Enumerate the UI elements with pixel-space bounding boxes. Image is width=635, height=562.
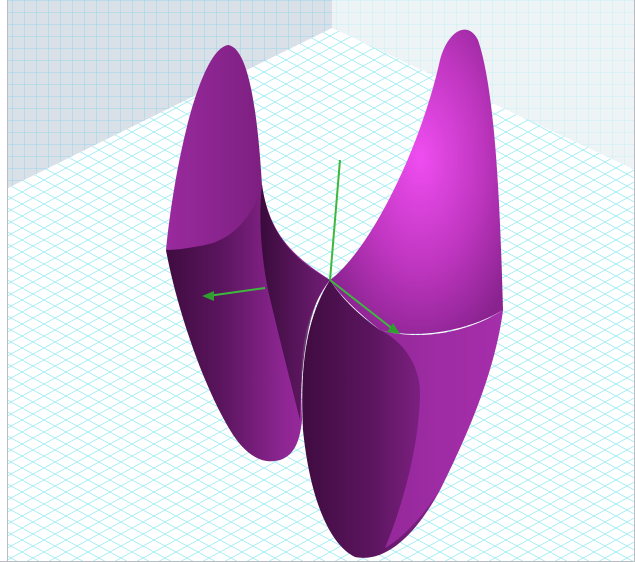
y-axis-arrowhead (387, 323, 400, 334)
surface-front-sheen (380, 310, 503, 548)
saddle-surface[interactable] (166, 29, 503, 558)
back-wall-left (8, 0, 332, 188)
z-axis (329, 159, 341, 281)
axes (202, 159, 400, 334)
surface-right-lobe (330, 29, 503, 334)
x-axis-arrowhead (202, 291, 214, 301)
x-axis-arrow (207, 287, 266, 297)
y-axis-arrow (329, 279, 395, 331)
surface-inner-fold (260, 185, 330, 420)
